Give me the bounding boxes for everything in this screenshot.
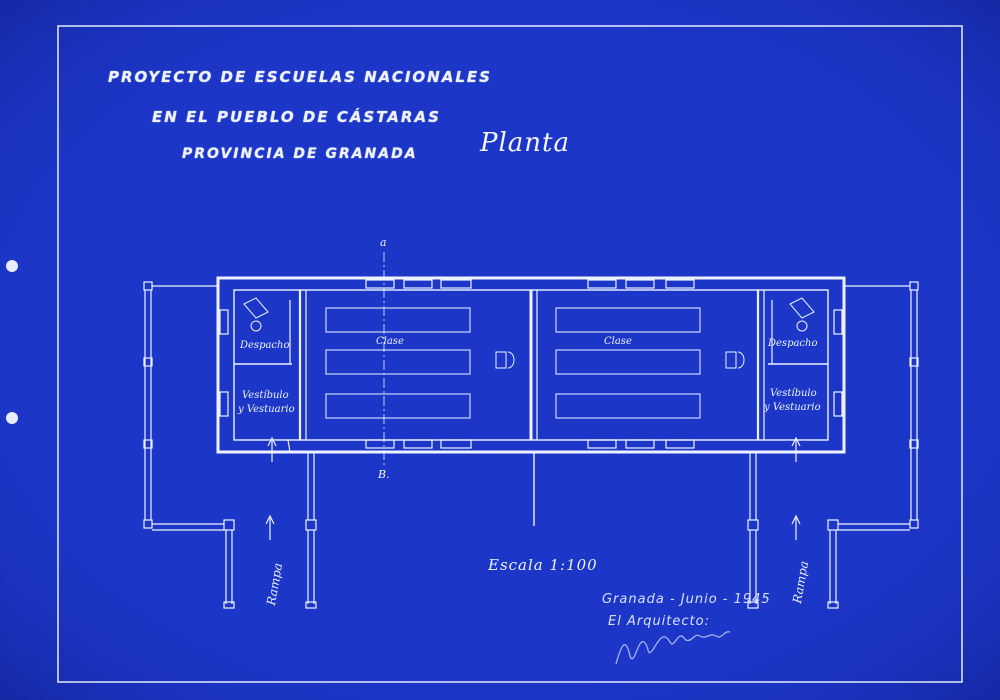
punch-hole: [6, 260, 18, 272]
porch-right: [747, 281, 919, 609]
desks-left: [325, 307, 471, 419]
entrance-arrows: [265, 436, 801, 540]
architect-signature: [615, 631, 731, 665]
section-mark-bottom: B.: [378, 468, 390, 481]
scale-label: Escala 1:100: [488, 556, 598, 574]
teacher-desk-left: [495, 351, 507, 369]
place-date: Granada - Junio - 1945: [602, 592, 771, 607]
label-vestuario-left: y Vestuario: [238, 404, 295, 415]
label-despacho-right: Despacho: [768, 338, 818, 349]
windows-top: [219, 279, 843, 449]
teacher-desk-right: [725, 351, 737, 369]
architect-label: El Arquitecto:: [608, 614, 710, 629]
sheet-border: [57, 25, 963, 683]
despacho-desk-left: [243, 297, 269, 319]
outer-wall: [216, 276, 846, 454]
label-vestuario-right: y Vestuario: [764, 402, 821, 413]
porch-left: [143, 281, 317, 609]
title-line-1: PROYECTO DE ESCUELAS NACIONALES: [108, 68, 492, 86]
title-line-3: PROVINCIA DE GRANADA: [182, 146, 418, 162]
label-despacho-left: Despacho: [240, 340, 290, 351]
label-clase-left: Clase: [376, 336, 404, 347]
punch-hole: [6, 412, 18, 424]
despacho-desk-right: [789, 297, 815, 319]
section-mark-top: a: [380, 236, 387, 249]
label-vestibulo-left: Vestíbulo: [242, 390, 289, 401]
label-clase-right: Clase: [604, 336, 632, 347]
view-title: Planta: [480, 128, 571, 158]
title-line-2: EN EL PUEBLO DE CÁSTARAS: [152, 108, 441, 126]
label-vestibulo-right: Vestíbulo: [770, 388, 817, 399]
desks-right: [555, 307, 701, 419]
